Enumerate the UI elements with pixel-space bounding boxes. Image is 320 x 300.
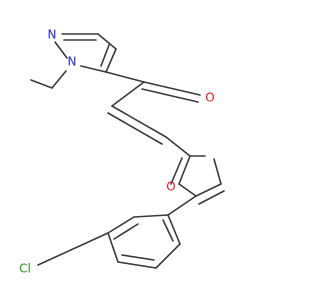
molecule-canvas: N N O O Cl xyxy=(19,27,225,276)
bond-phenyl-2-3-double xyxy=(113,223,139,240)
bond-phenyl-6-1 xyxy=(167,214,181,245)
atom-label-o-carbonyl: O xyxy=(205,91,214,105)
atom-label-n-pyrazole-1: N xyxy=(68,55,77,69)
bond-furan-phenyl xyxy=(167,195,197,216)
bond-c3-c4 xyxy=(97,33,117,50)
bond-furan-c2-c3 xyxy=(178,155,191,185)
bond-phenyl-cl xyxy=(37,232,109,266)
bond-furan-c5-o xyxy=(213,158,222,185)
bond-carbonyl-alkene xyxy=(111,81,145,107)
molecule-structure: N N O O Cl xyxy=(19,28,225,276)
bond-phenyl-2-3 xyxy=(107,216,135,234)
atom-label-cl: Cl xyxy=(19,262,31,276)
bond-phenyl-5-6 xyxy=(155,243,181,269)
bond-phenyl-3-4 xyxy=(107,232,119,263)
bond-carbonyl-o xyxy=(143,81,201,96)
bond-c5-carbonyl xyxy=(105,71,145,83)
atom-label-o-furan: O xyxy=(166,180,175,194)
bond-alkene-double xyxy=(107,112,163,145)
bond-alkene xyxy=(111,105,167,138)
bond-furan-c3-c4 xyxy=(178,183,197,197)
bond-phenyl-6-1-double xyxy=(162,219,174,242)
bond-n1-ethyl-ch2 xyxy=(51,70,67,89)
bond-phenyl-4-5 xyxy=(117,261,157,269)
bond-furan-c2-c3-double xyxy=(170,157,183,185)
bond-furan-c4-c5 xyxy=(195,183,222,197)
bond-c4-c5-double xyxy=(100,44,110,67)
bond-furan-c4-c5-double xyxy=(198,190,225,205)
bond-c4-c5 xyxy=(105,48,117,73)
atom-label-n-pyrazole-2: N xyxy=(48,28,57,42)
bond-n2-n1 xyxy=(54,41,68,59)
bond-phenyl-1-2 xyxy=(133,214,169,218)
bond-ethyl-ch2-ch3 xyxy=(30,79,53,89)
bond-phenyl-4-5-double xyxy=(121,254,155,261)
bond-carbonyl-o-double xyxy=(141,88,199,103)
bond-c5-n1 xyxy=(80,65,107,73)
bond-alkene-furan xyxy=(165,136,191,157)
